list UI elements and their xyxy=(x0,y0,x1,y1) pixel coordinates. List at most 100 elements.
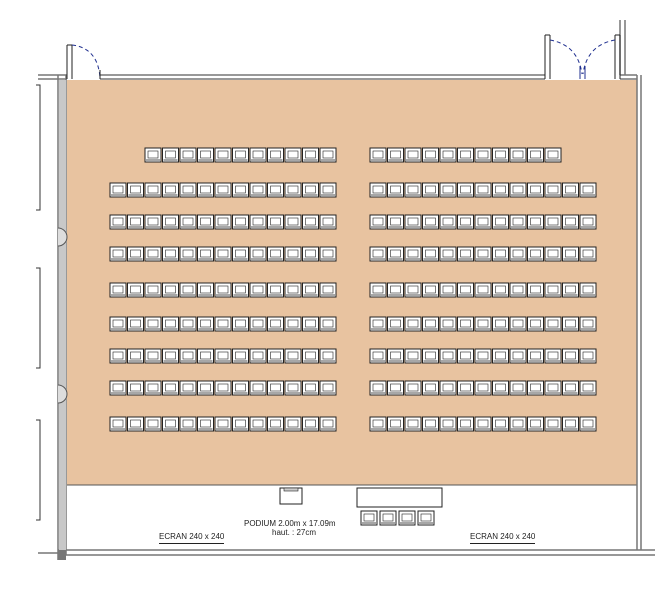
chair-right-r3-10 xyxy=(527,214,544,230)
chair-right-r5-5 xyxy=(439,282,457,298)
chair-left-r6-6 xyxy=(197,316,214,332)
chair-left-r8-3 xyxy=(144,380,162,396)
chair-left-r8-12 xyxy=(302,380,319,396)
chair-right-r5-11 xyxy=(544,282,562,298)
chair-right-r7-6 xyxy=(457,348,474,364)
chair-left-r2-4 xyxy=(162,182,179,198)
chair-right-r8-3 xyxy=(404,380,422,396)
chair-left-r5-8 xyxy=(232,282,249,298)
stage-chair-1 xyxy=(360,510,378,526)
chair-left-r9-9 xyxy=(249,416,267,432)
chair-right-r2-2 xyxy=(387,182,404,198)
chair-left-r8-13 xyxy=(319,380,337,396)
chair-left-r3-7 xyxy=(214,214,232,230)
podium-height-label: haut. : 27cm xyxy=(272,528,317,537)
chair-left-r1-9 xyxy=(284,147,302,163)
chair-left-r3-2 xyxy=(127,214,144,230)
chair-right-r4-5 xyxy=(439,246,457,262)
chair-right-r8-1 xyxy=(369,380,387,396)
chair-right-r4-7 xyxy=(474,246,492,262)
chair-left-r5-1 xyxy=(109,282,127,298)
chair-left-r5-9 xyxy=(249,282,267,298)
stage-chair-2 xyxy=(379,510,397,526)
chair-left-r7-1 xyxy=(109,348,127,364)
chair-left-r4-4 xyxy=(162,246,179,262)
chair-right-r9-3 xyxy=(404,416,422,432)
chair-right-r8-6 xyxy=(457,380,474,396)
chair-left-r4-3 xyxy=(144,246,162,262)
chair-right-r4-8 xyxy=(492,246,509,262)
chair-right-r2-10 xyxy=(527,182,544,198)
stage-chair-3 xyxy=(398,510,416,526)
chair-right-r1-6 xyxy=(457,147,474,163)
chair-left-r8-7 xyxy=(214,380,232,396)
left-wall-strip xyxy=(59,80,66,550)
stage-area xyxy=(67,485,637,550)
chair-right-r4-2 xyxy=(387,246,404,262)
chair-right-r5-13 xyxy=(579,282,597,298)
chair-left-r3-11 xyxy=(284,214,302,230)
chair-left-r4-2 xyxy=(127,246,144,262)
chair-left-r6-9 xyxy=(249,316,267,332)
door-right xyxy=(544,34,621,79)
chair-left-r5-7 xyxy=(214,282,232,298)
chair-right-r3-9 xyxy=(509,214,527,230)
chair-left-r5-10 xyxy=(267,282,284,298)
chair-left-r1-7 xyxy=(249,147,267,163)
chair-left-r4-6 xyxy=(197,246,214,262)
chair-left-r2-10 xyxy=(267,182,284,198)
chair-left-r7-3 xyxy=(144,348,162,364)
chair-left-r6-13 xyxy=(319,316,337,332)
chair-right-r3-11 xyxy=(544,214,562,230)
chair-left-r9-6 xyxy=(197,416,214,432)
chair-right-r2-6 xyxy=(457,182,474,198)
chair-right-r2-7 xyxy=(474,182,492,198)
chair-right-r1-10 xyxy=(527,147,544,163)
chair-right-r8-2 xyxy=(387,380,404,396)
chair-right-r9-9 xyxy=(509,416,527,432)
chair-left-r4-7 xyxy=(214,246,232,262)
chair-left-r7-8 xyxy=(232,348,249,364)
chair-left-r9-1 xyxy=(109,416,127,432)
chair-left-r9-8 xyxy=(232,416,249,432)
chair-right-r5-7 xyxy=(474,282,492,298)
chair-left-r8-2 xyxy=(127,380,144,396)
chair-right-r1-5 xyxy=(439,147,457,163)
chair-right-r6-5 xyxy=(439,316,457,332)
chair-right-r8-8 xyxy=(492,380,509,396)
chair-left-r4-12 xyxy=(302,246,319,262)
chair-left-r2-2 xyxy=(127,182,144,198)
chair-left-r9-5 xyxy=(179,416,197,432)
chair-left-r1-1 xyxy=(144,147,162,163)
chair-right-r4-12 xyxy=(562,246,579,262)
chair-left-r3-9 xyxy=(249,214,267,230)
chair-right-r7-3 xyxy=(404,348,422,364)
chair-right-r7-5 xyxy=(439,348,457,364)
chair-left-r9-4 xyxy=(162,416,179,432)
chair-left-r1-10 xyxy=(302,147,319,163)
chair-left-r2-8 xyxy=(232,182,249,198)
chair-right-r4-13 xyxy=(579,246,597,262)
chair-right-r5-3 xyxy=(404,282,422,298)
chair-left-r2-3 xyxy=(144,182,162,198)
chair-right-r2-5 xyxy=(439,182,457,198)
chair-right-r9-8 xyxy=(492,416,509,432)
chair-right-r6-12 xyxy=(562,316,579,332)
chair-left-r1-3 xyxy=(179,147,197,163)
chair-left-r1-5 xyxy=(214,147,232,163)
chair-right-r1-3 xyxy=(404,147,422,163)
chair-right-r5-6 xyxy=(457,282,474,298)
chair-right-r1-4 xyxy=(422,147,439,163)
chair-left-r7-2 xyxy=(127,348,144,364)
chair-right-r3-12 xyxy=(562,214,579,230)
podium-table xyxy=(356,487,443,508)
chair-left-r6-1 xyxy=(109,316,127,332)
chair-right-r5-1 xyxy=(369,282,387,298)
chair-left-r7-12 xyxy=(302,348,319,364)
chair-left-r5-13 xyxy=(319,282,337,298)
chair-left-r6-2 xyxy=(127,316,144,332)
chair-left-r3-10 xyxy=(267,214,284,230)
chair-left-r4-5 xyxy=(179,246,197,262)
chair-right-r8-9 xyxy=(509,380,527,396)
chair-left-r6-7 xyxy=(214,316,232,332)
